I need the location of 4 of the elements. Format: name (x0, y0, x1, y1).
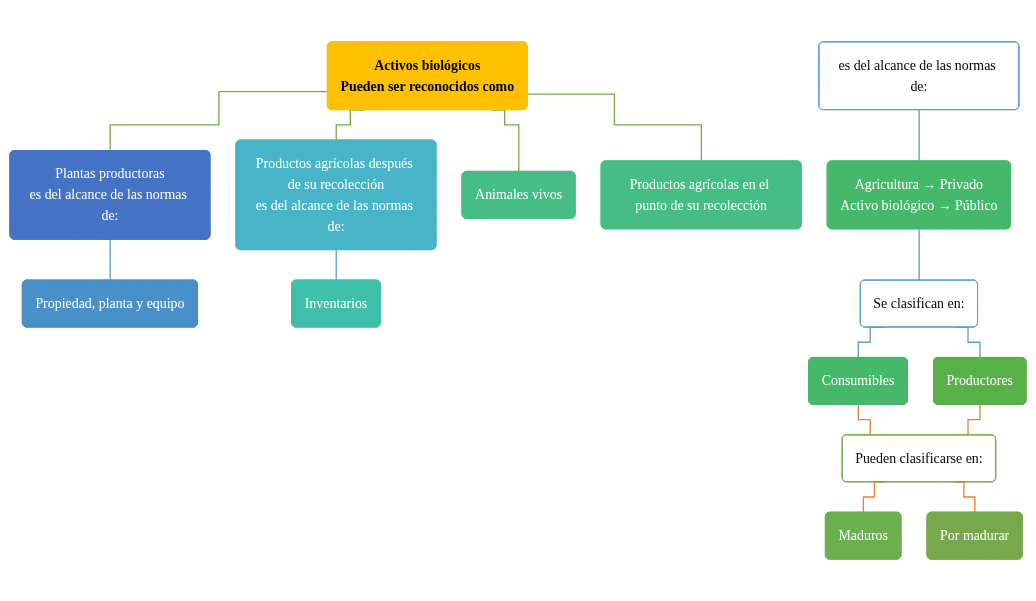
connector (335, 249, 338, 282)
connector (109, 239, 112, 282)
connector (918, 228, 920, 282)
connector (109, 91, 329, 152)
